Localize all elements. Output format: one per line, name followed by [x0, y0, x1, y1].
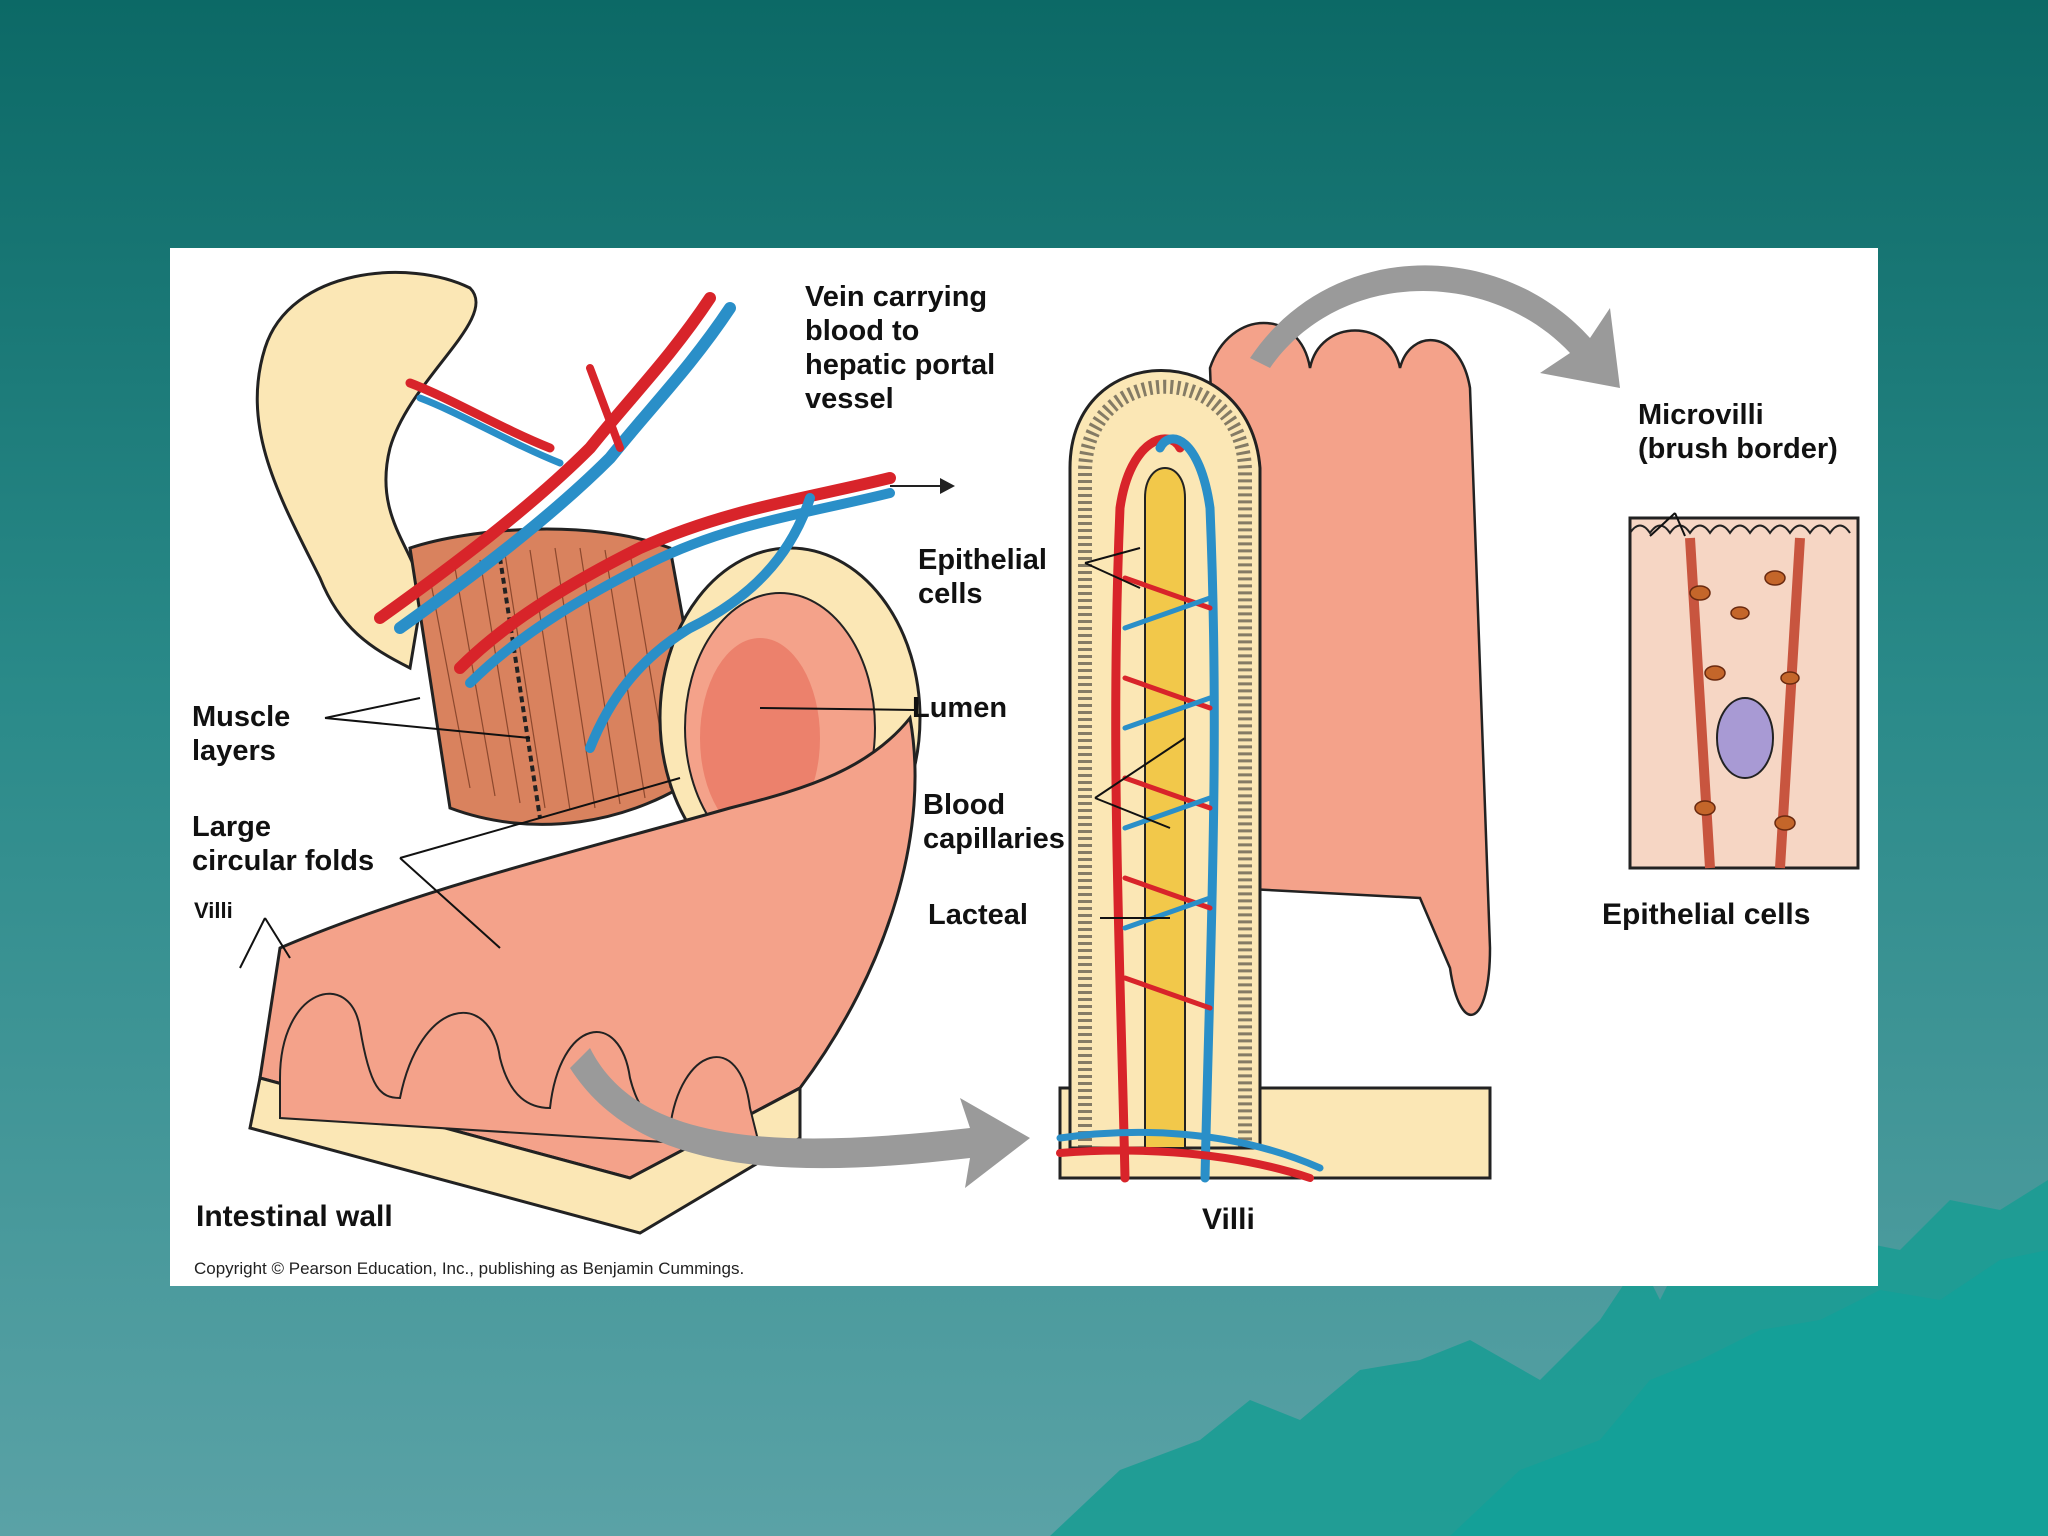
intestine-illustration	[239, 265, 1860, 1235]
cell-nucleus	[1716, 697, 1774, 779]
label-large-folds-line2: circular folds	[192, 845, 375, 877]
title-villi: Villi	[1202, 1203, 1255, 1236]
capillary-network	[1056, 434, 1324, 1183]
label-vein: Vein carrying blood to hepatic portal ve…	[805, 280, 995, 416]
lacteal-vessel	[1144, 467, 1186, 1149]
label-muscle: Muscle layers	[192, 700, 290, 768]
title-epithelial-cells: Epithelial cells	[1602, 898, 1811, 931]
intestine-tube	[255, 271, 478, 671]
copyright-text: Copyright © Pearson Education, Inc., pub…	[194, 1259, 745, 1278]
label-blood-capillaries-line2: capillaries	[923, 823, 1065, 855]
blood-vessels	[374, 292, 896, 753]
label-vein-line4: vessel	[805, 383, 894, 415]
leader-lines	[239, 512, 1686, 969]
figure-panel: Vein carrying blood to hepatic portal ve…	[170, 248, 1878, 1286]
label-epithelial: Epithelial cells	[918, 543, 1047, 611]
epithelial-cell-box	[1628, 516, 1860, 870]
label-vein-line3: hepatic portal	[805, 349, 996, 381]
label-epithelial-line2: cells	[918, 578, 983, 610]
label-lumen: Lumen	[912, 692, 1008, 724]
label-microvilli-line1: Microvilli	[1638, 399, 1764, 431]
arrow-to-villi	[570, 1048, 1030, 1188]
label-large-folds: Large circular folds	[192, 810, 374, 878]
label-muscle-line2: layers	[192, 735, 276, 767]
label-vein-line2: blood to	[805, 315, 920, 347]
label-lacteal: Lacteal	[928, 899, 1028, 931]
label-blood-capillaries: Blood capillaries	[923, 788, 1065, 856]
title-intestinal-wall: Intestinal wall	[196, 1200, 393, 1233]
label-large-folds-line1: Large	[192, 811, 271, 843]
label-microvilli-line2: (brush border)	[1638, 433, 1838, 465]
epithelium-border	[1078, 379, 1252, 1148]
arrow-to-epithelial	[1250, 265, 1620, 388]
label-vein-line1: Vein carrying	[805, 281, 988, 313]
label-blood-capillaries-line1: Blood	[923, 789, 1006, 821]
label-microvilli: Microvilli (brush border)	[1638, 398, 1838, 466]
label-muscle-line1: Muscle	[192, 701, 291, 733]
label-epithelial-line1: Epithelial	[918, 544, 1047, 576]
label-villi-small: Villi	[194, 898, 233, 923]
